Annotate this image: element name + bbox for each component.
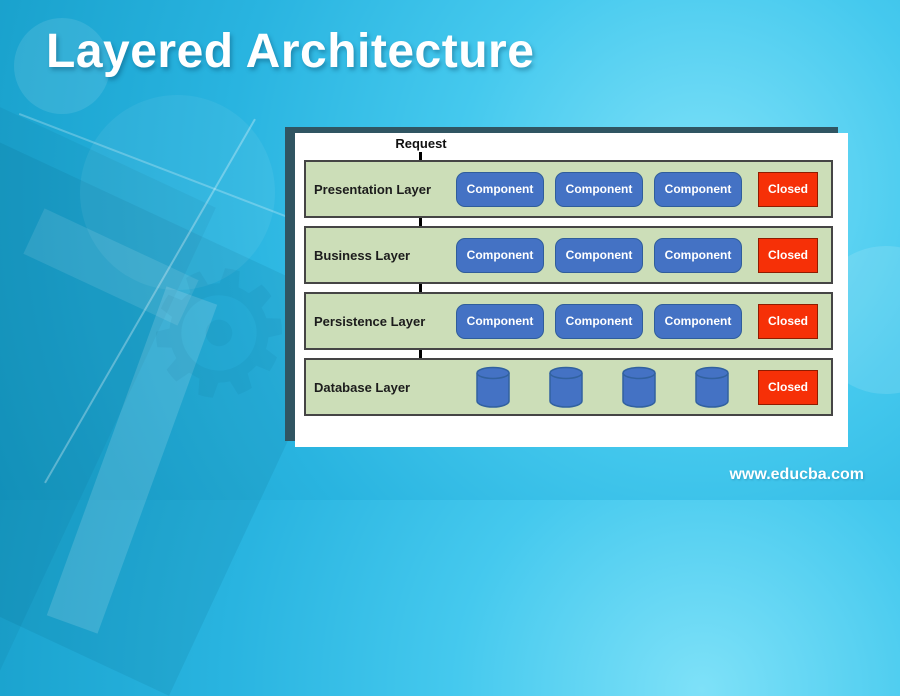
database-icon bbox=[622, 366, 656, 408]
component-box: Component bbox=[555, 237, 643, 273]
gear-icon: ⚙ bbox=[121, 223, 316, 448]
closed-box: Closed bbox=[758, 303, 818, 339]
page-background: { "title": "Layered Architecture", "site… bbox=[0, 0, 900, 500]
closed-box: Closed bbox=[758, 171, 818, 207]
layer-label: Database Layer bbox=[314, 379, 411, 395]
database-icon bbox=[476, 366, 510, 408]
layer-items: Component Component Component bbox=[456, 237, 742, 273]
closed-box: Closed bbox=[758, 237, 818, 273]
background-diagonal-line bbox=[44, 118, 256, 484]
database-icon bbox=[695, 366, 729, 408]
component-box: Component bbox=[456, 303, 544, 339]
component-box: Component bbox=[654, 171, 742, 207]
layer-items: Component Component Component bbox=[456, 171, 742, 207]
component-box: Component bbox=[456, 237, 544, 273]
background-circle bbox=[80, 95, 275, 290]
database-icon bbox=[549, 366, 583, 408]
page-title: Layered Architecture bbox=[46, 25, 535, 78]
background-light-strip-top bbox=[23, 208, 199, 326]
layer-items: Component Component Component bbox=[456, 303, 742, 339]
watermark: www.educba.com bbox=[729, 466, 864, 483]
layer-label: Persistence Layer bbox=[314, 313, 426, 329]
layer-label: Presentation Layer bbox=[314, 181, 432, 197]
component-box: Component bbox=[555, 303, 643, 339]
component-box: Component bbox=[555, 171, 643, 207]
layer-items bbox=[475, 366, 730, 409]
background-dark-panel bbox=[0, 80, 216, 680]
component-box: Component bbox=[456, 171, 544, 207]
request-label: Request bbox=[395, 136, 447, 151]
layer-row: Database Layer Closed bbox=[304, 358, 833, 416]
layer-label: Business Layer bbox=[314, 247, 411, 263]
component-box: Component bbox=[654, 237, 742, 273]
closed-box: Closed bbox=[758, 369, 818, 405]
background-light-strip bbox=[46, 286, 218, 634]
component-box: Component bbox=[654, 303, 742, 339]
